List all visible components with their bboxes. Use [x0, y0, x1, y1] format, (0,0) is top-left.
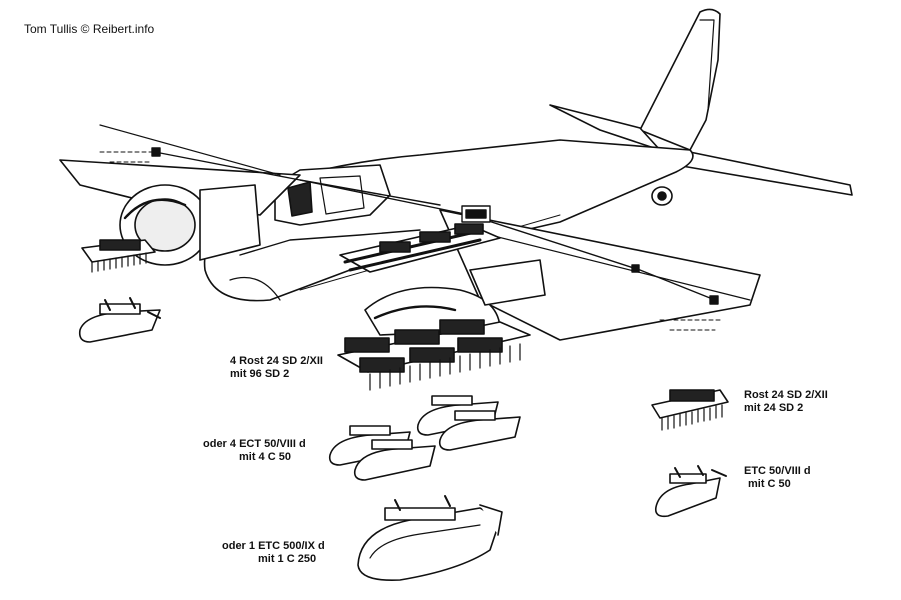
etc50-rack-4-group: [328, 395, 521, 481]
label-line: 4 Rost 24 SD 2/XII: [230, 355, 323, 367]
etc50-rack-single-right: [654, 465, 727, 518]
label-sd2-rack-4: 4 Rost 24 SD 2/XII mit 96 SD 2: [230, 355, 323, 381]
label-etc500: oder 1 ETC 500/IX d mit 1 C 250: [222, 540, 325, 566]
sd2-rack-small-left: [81, 239, 156, 273]
right-wing: [439, 209, 761, 341]
label-line: mit 24 SD 2: [744, 402, 804, 414]
label-etc50-4: oder 4 ECT 50/VIII d mit 4 C 50: [203, 438, 306, 464]
label-etc50-1: ETC 50/VIII d mit C 50: [744, 465, 811, 491]
label-line: oder 1 ETC 500/IX d: [222, 540, 325, 552]
installed-racks: [339, 223, 501, 273]
label-line: mit 1 C 250: [258, 553, 317, 565]
sd2-rack-single-right: [651, 389, 729, 431]
label-line: Rost 24 SD 2/XII: [744, 389, 828, 401]
etc50-rack-small-left: [78, 297, 161, 343]
sd2-rack-4-group: [337, 319, 531, 391]
label-line: mit C 50: [748, 478, 791, 490]
wiring-lines: [151, 147, 719, 305]
image-credit: Tom Tullis © Reibert.info: [24, 22, 155, 36]
left-engine: [119, 184, 261, 266]
label-line: mit 96 SD 2: [230, 368, 290, 380]
etc500-rack: [357, 495, 503, 582]
label-line: ETC 50/VIII d: [744, 465, 811, 477]
tail-fin: [639, 8, 721, 151]
label-line: mit 4 C 50: [239, 451, 291, 463]
label-line: oder 4 ECT 50/VIII d: [203, 438, 306, 450]
label-sd2-rack-1: Rost 24 SD 2/XII mit 24 SD 2: [744, 389, 828, 415]
